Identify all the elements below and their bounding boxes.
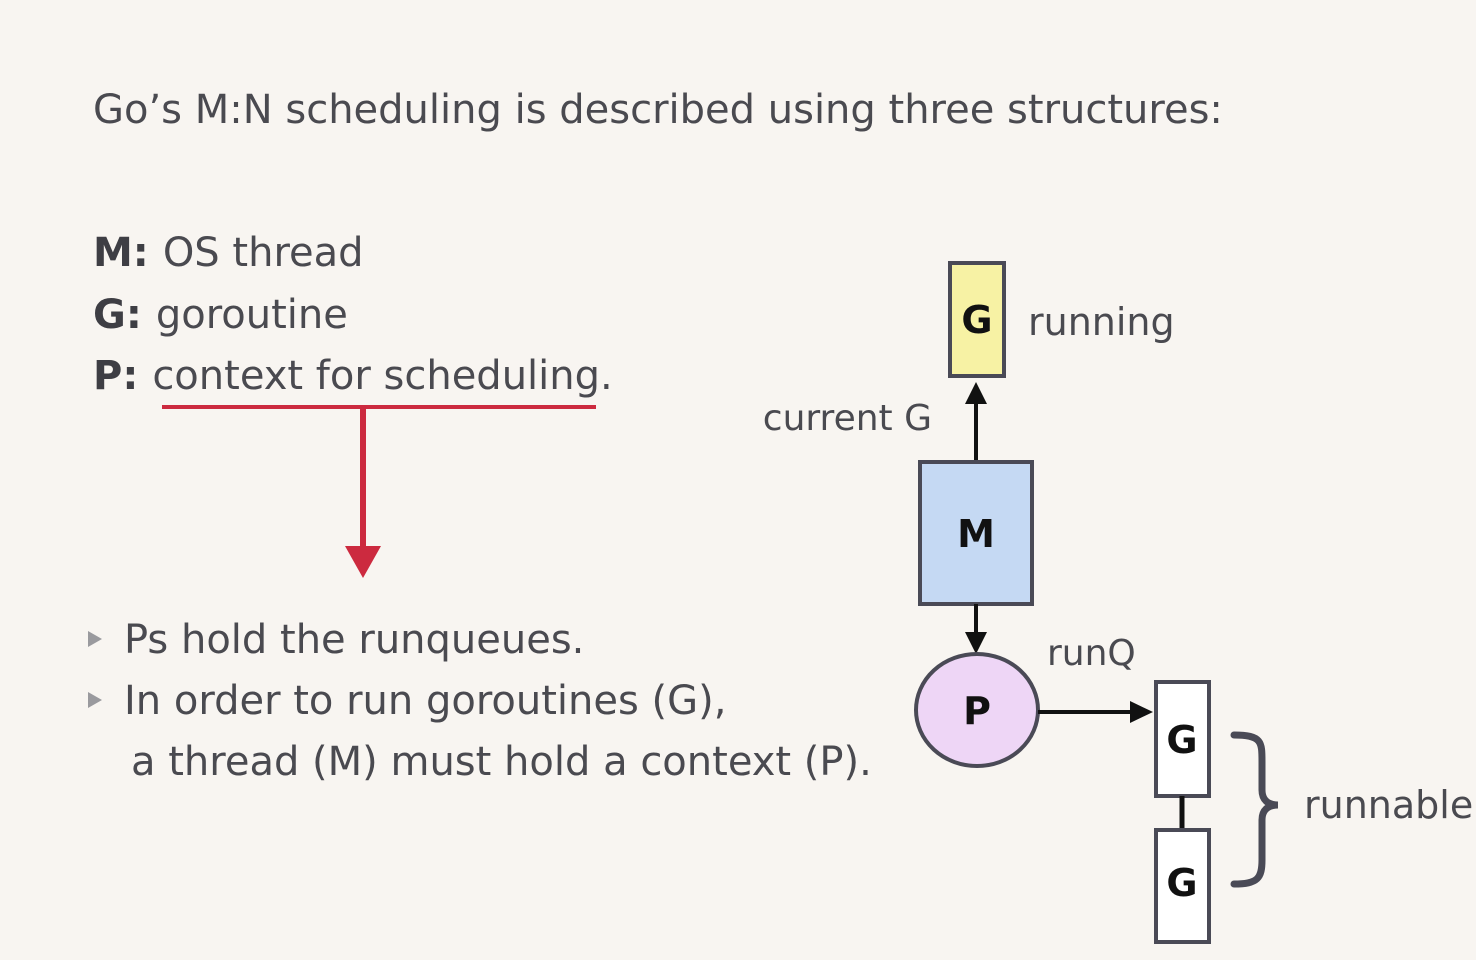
queue-g-node-1: [1154, 680, 1211, 798]
definition-text: goroutine: [155, 292, 348, 338]
current-g-label: current G: [763, 398, 932, 439]
definition-key: M:: [93, 230, 149, 276]
p-node-label: P: [963, 689, 991, 733]
right-arrow-icon: [1130, 701, 1153, 723]
definition-m: M: OS thread: [93, 227, 364, 279]
definition-p: P: context for scheduling.: [93, 350, 613, 402]
down-arrow-icon: [965, 632, 987, 654]
runq-label: runQ: [1047, 633, 1136, 674]
bullet-triangle-icon: [88, 692, 102, 708]
slide-heading: Go’s M:N scheduling is described using t…: [93, 87, 1223, 133]
up-arrow-icon: [965, 382, 987, 404]
definition-g: G: goroutine: [93, 289, 348, 341]
bullet-text: Ps hold the runqueues.: [124, 617, 585, 663]
bullet-item: In order to run goroutines (G),: [88, 675, 726, 727]
definition-text: context for scheduling.: [152, 353, 613, 399]
bullet-item: Ps hold the runqueues.: [88, 614, 584, 666]
queue-g-label: G: [1166, 718, 1197, 762]
runnable-annotation: runnable: [1304, 783, 1473, 827]
down-arrow-icon: [345, 546, 381, 578]
queue-g-label: G: [1166, 861, 1197, 905]
definition-key: P:: [93, 353, 139, 399]
running-g-node: [948, 261, 1006, 378]
queue-g-node-2: [1154, 828, 1211, 944]
definition-key: G:: [93, 292, 142, 338]
m-node-label: M: [957, 512, 995, 556]
brace-icon: [1230, 731, 1279, 888]
bullet-text: In order to run goroutines (G),: [124, 678, 727, 724]
running-annotation: running: [1028, 300, 1175, 344]
bullet-triangle-icon: [88, 631, 102, 647]
definition-text: OS thread: [162, 230, 364, 276]
running-g-label: G: [961, 298, 992, 342]
bullet-continuation: a thread (M) must hold a context (P).: [131, 739, 872, 785]
